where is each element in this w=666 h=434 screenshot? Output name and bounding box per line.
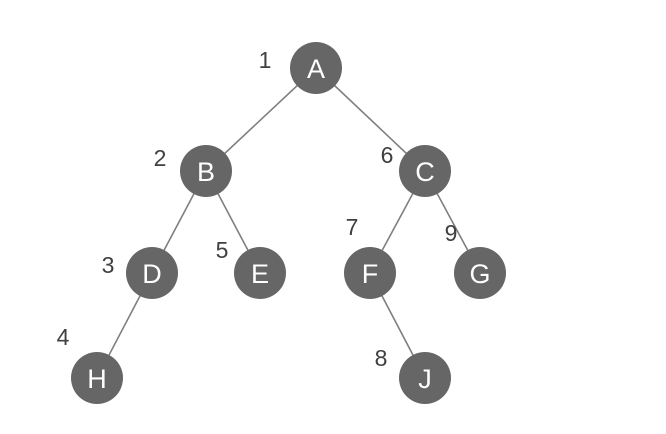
node-circle — [180, 145, 232, 197]
tree-node-d: D3 — [102, 247, 178, 299]
order-label: 5 — [216, 237, 229, 263]
node-letter: G — [469, 259, 490, 289]
node-letter: H — [87, 364, 107, 394]
tree-node-a: A1 — [259, 42, 342, 94]
node-letter: E — [251, 259, 269, 289]
node-letter: C — [415, 157, 435, 187]
node-circle — [399, 352, 451, 404]
tree-node-j: J8 — [375, 345, 451, 404]
node-letter: D — [142, 259, 162, 289]
node-circle — [454, 247, 506, 299]
order-label: 7 — [346, 214, 359, 240]
node-circle — [399, 145, 451, 197]
order-label: 1 — [259, 47, 272, 73]
order-label: 3 — [102, 252, 115, 278]
order-label: 8 — [375, 345, 388, 371]
node-circle — [71, 352, 123, 404]
node-letter: B — [197, 157, 215, 187]
node-letter: F — [362, 259, 379, 289]
edges-layer — [96, 67, 481, 379]
tree-node-f: F7 — [344, 214, 396, 299]
order-label: 4 — [57, 324, 70, 350]
tree-node-b: B2 — [154, 145, 232, 197]
node-letter: J — [418, 364, 432, 394]
order-label: 6 — [381, 142, 394, 168]
tree-node-e: E5 — [216, 237, 286, 299]
node-circle — [344, 247, 396, 299]
order-label: 2 — [154, 145, 167, 171]
tree-node-h: H4 — [57, 324, 123, 404]
node-circle — [290, 42, 342, 94]
node-letter: A — [307, 54, 325, 84]
node-circle — [126, 247, 178, 299]
node-circle — [234, 247, 286, 299]
order-label: 9 — [445, 220, 458, 246]
tree-node-c: C6 — [381, 142, 451, 197]
tree-node-g: G9 — [445, 220, 506, 299]
